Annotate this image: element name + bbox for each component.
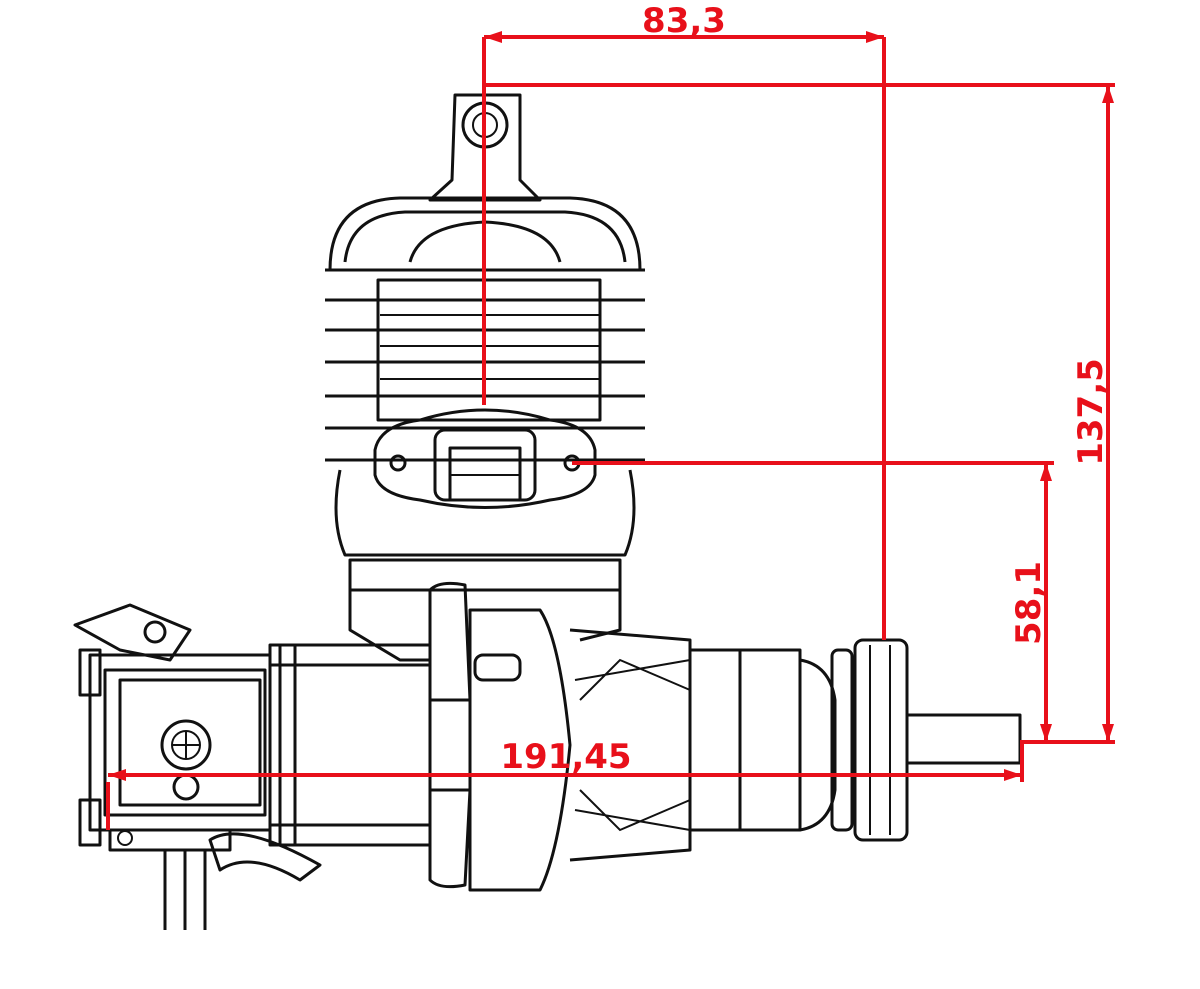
intake-body [268, 643, 432, 847]
carburetor [73, 603, 322, 930]
output-shaft [905, 713, 1022, 765]
dimension-label-length: 191,45 [500, 737, 631, 777]
engine-outline [73, 93, 1022, 930]
crankcase-main [428, 581, 692, 892]
dimension-label-height: 137,5 [1071, 358, 1111, 466]
nose-housing [688, 638, 909, 842]
dimension-lines [106, 31, 1115, 830]
dimension-label-width: 83,3 [642, 1, 726, 41]
dimension-label-shaft-height: 58,1 [1009, 561, 1049, 645]
exhaust-flange [373, 408, 597, 509]
crankcase-upper [334, 469, 636, 662]
